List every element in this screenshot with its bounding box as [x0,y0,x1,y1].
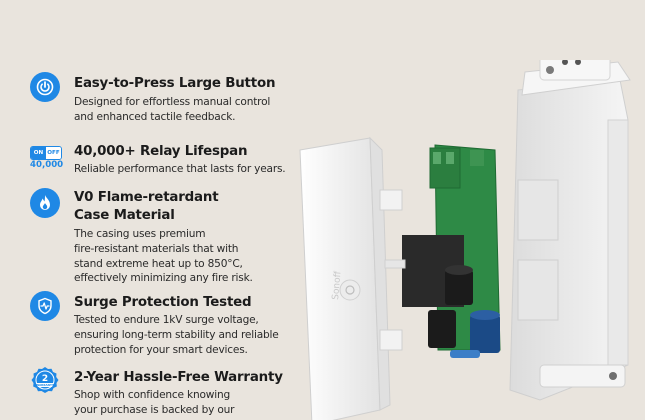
feature-description: The casing uses premium fire-resistant m… [74,227,299,286]
power-button-on-cover [339,279,361,301]
feature-relay-lifespan: ON OFF 40,000 40,000+ Relay Lifespan Rel… [30,141,300,181]
description-line: ensuring long-term stability and reliabl… [74,328,279,341]
flame-icon [30,188,60,218]
feature-title: V0 Flame-retardant Case Material [74,189,219,225]
feature-title: 40,000+ Relay Lifespan [74,144,248,159]
feature-description: Tested to endure 1kV surge voltage, ensu… [74,313,299,357]
feature-surge-protection: Surge Protection Tested Tested to endure… [30,289,300,359]
description-line: Designed for effortless manual control [74,96,271,108]
mounting-tab-bottom [539,364,626,388]
title-line: Case Material [74,208,175,223]
description-line: stand extreme heat up to 850°C, [74,257,243,270]
power-button-icon [30,72,60,102]
description-line: Tested to endure 1kV surge voltage, [74,314,259,326]
capacitor-blue [470,315,500,353]
brand-logo: Sonoff [331,270,344,300]
feature-description: Reliable performance that lasts for year… [74,162,299,177]
relay-switch-graphic: ON OFF [30,146,62,160]
warranty-badge-icon: 2 WARRANTY [30,366,60,396]
back-housing [509,60,631,401]
relay-count-label: 40,000 [30,160,64,170]
feature-title: Surge Protection Tested [74,295,252,310]
surge-shield-icon [30,291,60,321]
feature-description: Shop with confidence knowing your purcha… [74,388,299,418]
feature-title: Easy-to-Press Large Button [74,76,276,91]
relay-off-label: OFF [46,147,61,159]
feature-flame-retardant: V0 Flame-retardant Case Material The cas… [30,186,300,291]
description-line: fire-resistant materials that with [74,242,239,255]
pcb-board [402,144,501,358]
product-exploded-view: Sonoff [299,60,631,420]
description-line: your purchase is backed by our [74,403,235,416]
description-line: Shop with confidence knowing [74,389,230,401]
description-line: protection for your smart devices. [74,343,248,356]
feature-title: 2-Year Hassle-Free Warranty [74,370,283,385]
feature-description: Designed for effortless manual control a… [74,95,299,125]
description-line: and enhanced tactile feedback. [74,110,236,123]
relay-on-label: ON [31,147,46,159]
mounting-tab-top [539,60,611,81]
warranty-badge-number: 2 [42,374,48,384]
front-cover: Sonoff [299,136,406,420]
feature-large-button: Easy-to-Press Large Button Designed for … [30,70,300,130]
description-line: The casing uses premium [74,228,206,240]
description-line: Reliable performance that lasts for year… [74,163,286,175]
capacitor [445,270,473,305]
features-list: Easy-to-Press Large Button Designed for … [0,0,300,420]
description-line: effectively minimizing any fire risk. [74,272,253,285]
title-line: V0 Flame-retardant [74,190,219,205]
feature-warranty: 2 WARRANTY 2-Year Hassle-Free Warranty S… [30,364,300,420]
relay-switch-icon: ON OFF 40,000 [30,146,64,176]
warranty-badge-text: WARRANTY [36,383,55,387]
